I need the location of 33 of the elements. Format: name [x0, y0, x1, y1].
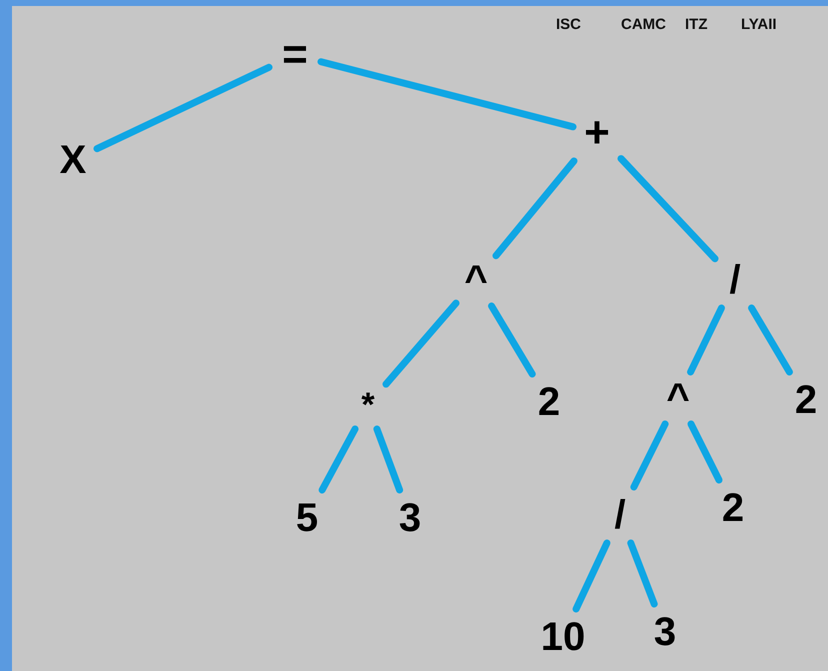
tree-node-symbol: 2 [715, 484, 751, 532]
tree-node-symbol: 2 [788, 376, 824, 424]
tree-node-symbol: 3 [647, 608, 683, 656]
header-abbreviation: CAMC [621, 16, 666, 33]
tree-branch-line [687, 304, 725, 376]
tree-node-symbol: * [354, 385, 382, 425]
tree-branch-line [318, 426, 359, 494]
tree-branch-line [688, 420, 722, 484]
header-abbreviation: LYAII [741, 16, 777, 33]
tree-node-symbol: = [273, 31, 317, 79]
tree-branch-line [373, 426, 404, 494]
tree-branch-line [318, 58, 576, 130]
tree-node-symbol: ^ [460, 258, 492, 302]
tree-branch-line [618, 155, 718, 262]
tree-branch-line [572, 540, 610, 612]
tree-branch-line [627, 540, 658, 608]
tree-node-symbol: / [604, 491, 636, 539]
tree-node-symbol: 10 [537, 613, 589, 661]
tree-node-symbol: 2 [531, 378, 567, 426]
tree-branch-line [492, 158, 578, 260]
tree-node-symbol: + [577, 109, 617, 157]
header-abbreviation: ISC [556, 16, 582, 33]
tree-branch-line [382, 300, 460, 388]
tree-node-symbol: X [53, 136, 93, 184]
tree-node-symbol: ^ [662, 376, 694, 420]
header-abbreviation: ITZ [685, 16, 708, 33]
tree-node-symbol: 3 [392, 494, 428, 542]
tree-branch-line [630, 420, 669, 490]
tree-branch-line [94, 64, 272, 152]
tree-branch-line [748, 304, 793, 376]
tree-branch-line [488, 302, 536, 378]
tree-node-symbol: / [719, 256, 751, 304]
tree-node-symbol: 5 [289, 494, 325, 542]
